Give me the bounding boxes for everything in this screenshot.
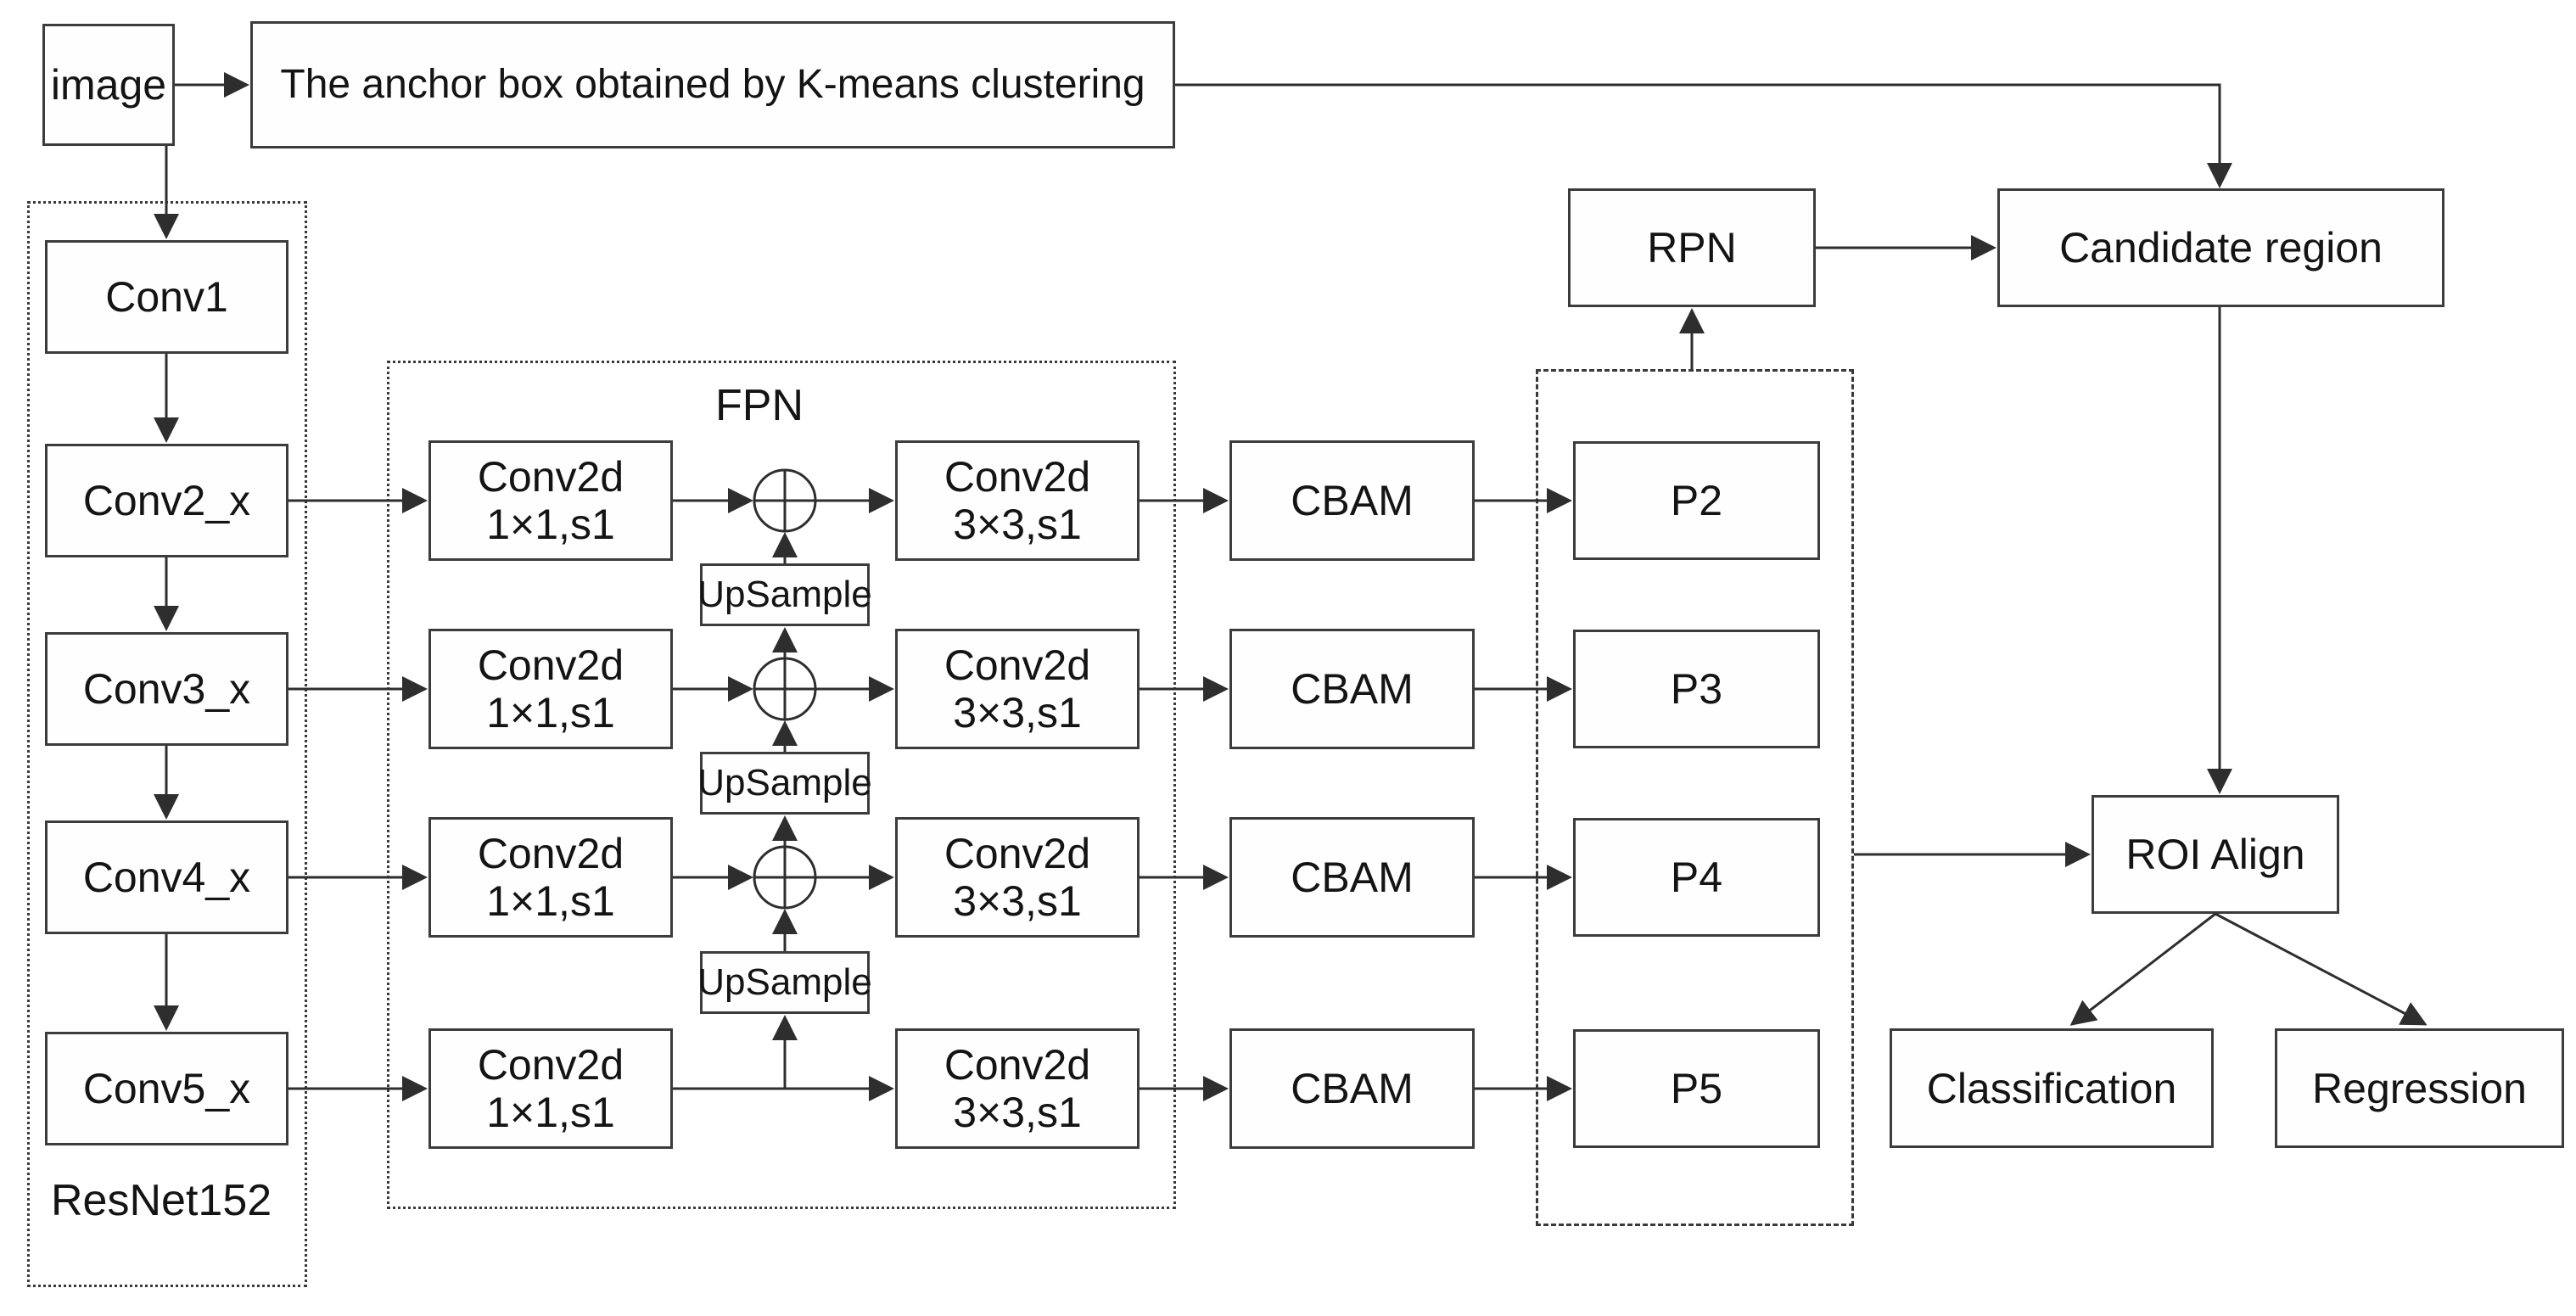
output-conv-line1: Conv2d bbox=[944, 641, 1091, 689]
regression-head-node: Regression bbox=[2275, 1028, 2564, 1148]
arrow-roi-to-classification bbox=[2069, 912, 2216, 1026]
p5-label: P5 bbox=[1670, 1065, 1723, 1112]
upsample-label: UpSample bbox=[697, 762, 872, 804]
pyramid-level-p5: P5 bbox=[1573, 1029, 1820, 1148]
p2-label: P2 bbox=[1670, 477, 1723, 524]
classification-label: Classification bbox=[1926, 1064, 2177, 1112]
fpn-lateral-conv-row1: Conv2d 1×1,s1 bbox=[428, 440, 673, 561]
backbone-stage-conv5: Conv5_x bbox=[45, 1032, 288, 1145]
output-conv-line1: Conv2d bbox=[944, 1041, 1091, 1089]
fpn-group-box bbox=[387, 361, 1176, 1209]
anchor-kmeans-label: The anchor box obtained by K-means clust… bbox=[280, 62, 1145, 108]
cbam-label: CBAM bbox=[1291, 854, 1414, 901]
p3-label: P3 bbox=[1670, 665, 1723, 713]
backbone-stage-conv3: Conv3_x bbox=[45, 632, 288, 746]
pyramid-level-p4: P4 bbox=[1573, 818, 1820, 937]
upsample-label: UpSample bbox=[697, 961, 872, 1004]
fpn-lateral-conv-row4: Conv2d 1×1,s1 bbox=[428, 1028, 673, 1149]
anchor-kmeans-node: The anchor box obtained by K-means clust… bbox=[250, 21, 1175, 148]
fpn-lateral-conv-row2: Conv2d 1×1,s1 bbox=[428, 629, 673, 749]
conv4-label: Conv4_x bbox=[82, 854, 251, 901]
cbam-label: CBAM bbox=[1291, 477, 1414, 524]
conv2-label: Conv2_x bbox=[82, 477, 251, 524]
lateral-conv-line2: 1×1,s1 bbox=[486, 689, 615, 736]
backbone-stage-conv1: Conv1 bbox=[45, 240, 288, 354]
pyramid-level-p2: P2 bbox=[1573, 441, 1820, 560]
cbam-box-row1: CBAM bbox=[1229, 440, 1475, 561]
conv5-label: Conv5_x bbox=[82, 1065, 251, 1112]
backbone-stage-conv2: Conv2_x bbox=[45, 444, 288, 557]
lateral-conv-line1: Conv2d bbox=[477, 641, 624, 689]
conv3-label: Conv3_x bbox=[82, 665, 251, 713]
upsample-box-2: UpSample bbox=[697, 752, 872, 815]
cbam-label: CBAM bbox=[1291, 1065, 1414, 1112]
fpn-output-conv-row1: Conv2d 3×3,s1 bbox=[895, 440, 1140, 561]
arrow-roi-to-regression bbox=[2215, 912, 2428, 1026]
lateral-conv-line2: 1×1,s1 bbox=[486, 877, 615, 925]
lateral-conv-line1: Conv2d bbox=[477, 1041, 624, 1089]
upsample-label: UpSample bbox=[697, 574, 872, 616]
candidate-region-node: Candidate region bbox=[1997, 188, 2444, 307]
conv1-label: Conv1 bbox=[105, 273, 228, 321]
output-conv-line2: 3×3,s1 bbox=[953, 1089, 1082, 1136]
arrow-anchor-to-candidate bbox=[1175, 83, 2232, 188]
output-conv-line2: 3×3,s1 bbox=[953, 501, 1082, 548]
resnet-group-label: ResNet152 bbox=[51, 1176, 272, 1225]
fpn-output-conv-row2: Conv2d 3×3,s1 bbox=[895, 629, 1140, 749]
input-image-node: image bbox=[42, 24, 175, 146]
pyramid-group-box bbox=[1536, 369, 1854, 1226]
upsample-box-3: UpSample bbox=[697, 951, 872, 1014]
cbam-label: CBAM bbox=[1291, 665, 1414, 713]
lateral-conv-line1: Conv2d bbox=[477, 453, 624, 501]
lateral-conv-line2: 1×1,s1 bbox=[486, 501, 615, 548]
upsample-box-1: UpSample bbox=[697, 563, 872, 626]
backbone-stage-conv4: Conv4_x bbox=[45, 820, 288, 934]
lateral-conv-line2: 1×1,s1 bbox=[486, 1089, 615, 1136]
fpn-group-label: FPN bbox=[715, 381, 804, 430]
p4-label: P4 bbox=[1670, 854, 1723, 901]
output-conv-line2: 3×3,s1 bbox=[953, 877, 1082, 925]
lateral-conv-line1: Conv2d bbox=[477, 830, 624, 877]
fpn-output-conv-row4: Conv2d 3×3,s1 bbox=[895, 1028, 1140, 1149]
fpn-lateral-conv-row3: Conv2d 1×1,s1 bbox=[428, 817, 673, 938]
cbam-box-row3: CBAM bbox=[1229, 817, 1475, 938]
candidate-region-label: Candidate region bbox=[2059, 224, 2383, 272]
rpn-node: RPN bbox=[1568, 188, 1816, 307]
roi-align-node: ROI Align bbox=[2092, 795, 2339, 914]
output-conv-line1: Conv2d bbox=[944, 453, 1091, 501]
cbam-box-row4: CBAM bbox=[1229, 1028, 1475, 1149]
regression-label: Regression bbox=[2312, 1064, 2527, 1112]
input-image-label: image bbox=[50, 61, 167, 109]
roi-align-label: ROI Align bbox=[2125, 831, 2305, 878]
pyramid-level-p3: P3 bbox=[1573, 630, 1820, 748]
output-conv-line2: 3×3,s1 bbox=[953, 689, 1082, 736]
rpn-label: RPN bbox=[1647, 224, 1737, 272]
fpn-output-conv-row3: Conv2d 3×3,s1 bbox=[895, 817, 1140, 938]
output-conv-line1: Conv2d bbox=[944, 830, 1091, 877]
cbam-box-row2: CBAM bbox=[1229, 629, 1475, 749]
classification-head-node: Classification bbox=[1890, 1028, 2214, 1148]
